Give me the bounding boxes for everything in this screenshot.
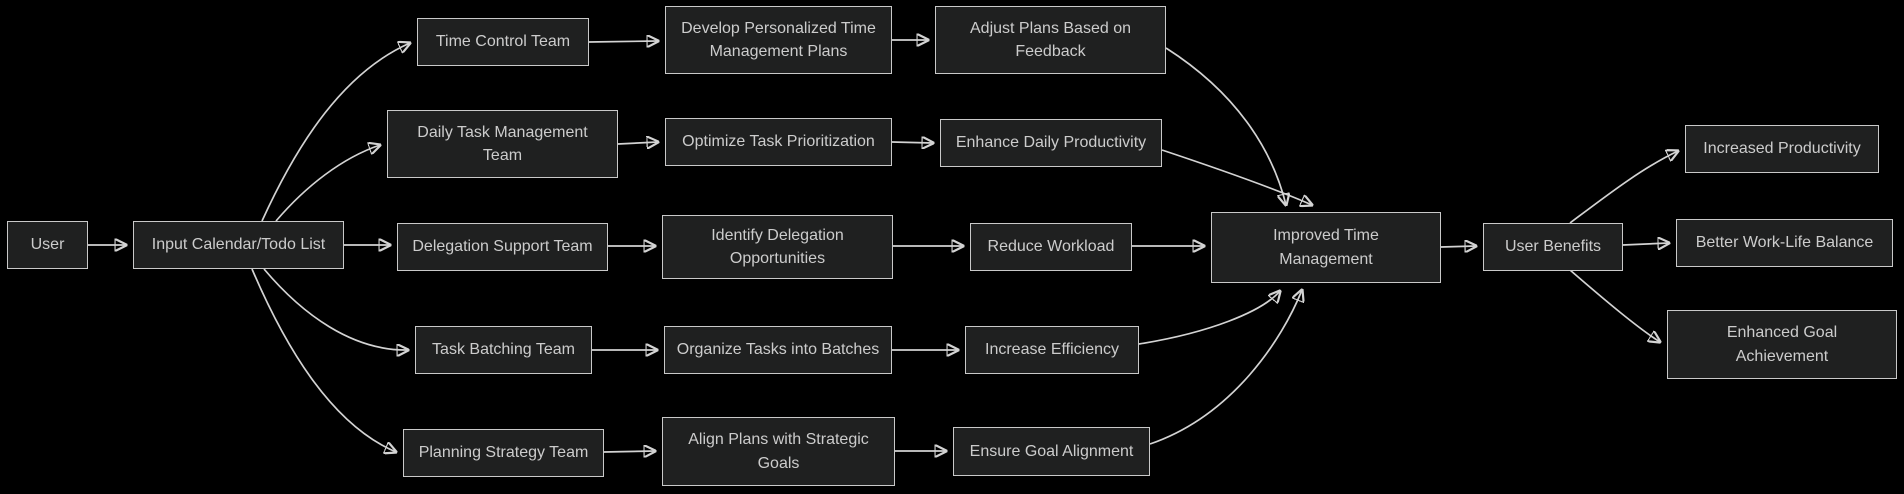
edge-optimize-to-enhance bbox=[891, 142, 933, 143]
node-increased-productivity: Increased Productivity bbox=[1685, 125, 1879, 173]
edge-enhance-to-improved bbox=[1161, 149, 1312, 205]
edge-input-to-time-control bbox=[261, 43, 410, 222]
node-user: User bbox=[7, 221, 88, 269]
node-time-control-team: Time Control Team bbox=[417, 18, 589, 66]
edge-benefits-to-enhanced bbox=[1569, 269, 1660, 342]
edge-ensure-to-improved bbox=[1149, 290, 1302, 445]
node-increase-efficiency: Increase Efficiency bbox=[965, 326, 1139, 374]
node-planning-strategy-team: Planning Strategy Team bbox=[403, 429, 604, 477]
edge-time-control-to-develop bbox=[588, 41, 658, 42]
edge-increase-to-improved bbox=[1138, 291, 1280, 345]
edge-input-to-daily-task bbox=[275, 145, 380, 222]
edge-benefits-to-better bbox=[1622, 243, 1669, 245]
node-enhance-daily-productivity: Enhance Daily Productivity bbox=[940, 119, 1162, 167]
node-better-work-life-balance: Better Work-Life Balance bbox=[1676, 219, 1893, 267]
node-task-batching-team: Task Batching Team bbox=[415, 326, 592, 374]
edge-adjust-to-improved bbox=[1165, 47, 1286, 205]
node-organize-tasks-batches: Organize Tasks into Batches bbox=[664, 326, 892, 374]
node-optimize-task-prioritization: Optimize Task Prioritization bbox=[665, 118, 892, 166]
node-user-benefits: User Benefits bbox=[1483, 223, 1623, 271]
edge-benefits-to-increased bbox=[1569, 151, 1678, 224]
node-reduce-workload: Reduce Workload bbox=[970, 223, 1132, 271]
edge-planning-to-align bbox=[603, 451, 655, 452]
edge-improved-to-benefits bbox=[1440, 246, 1476, 247]
edge-input-to-planning bbox=[251, 268, 396, 452]
edge-input-to-task-batching bbox=[263, 268, 408, 350]
node-input-calendar: Input Calendar/Todo List bbox=[133, 221, 344, 269]
edge-daily-task-to-optimize bbox=[617, 142, 658, 144]
node-ensure-goal-alignment: Ensure Goal Alignment bbox=[953, 427, 1150, 476]
node-delegation-support-team: Delegation Support Team bbox=[397, 223, 608, 271]
